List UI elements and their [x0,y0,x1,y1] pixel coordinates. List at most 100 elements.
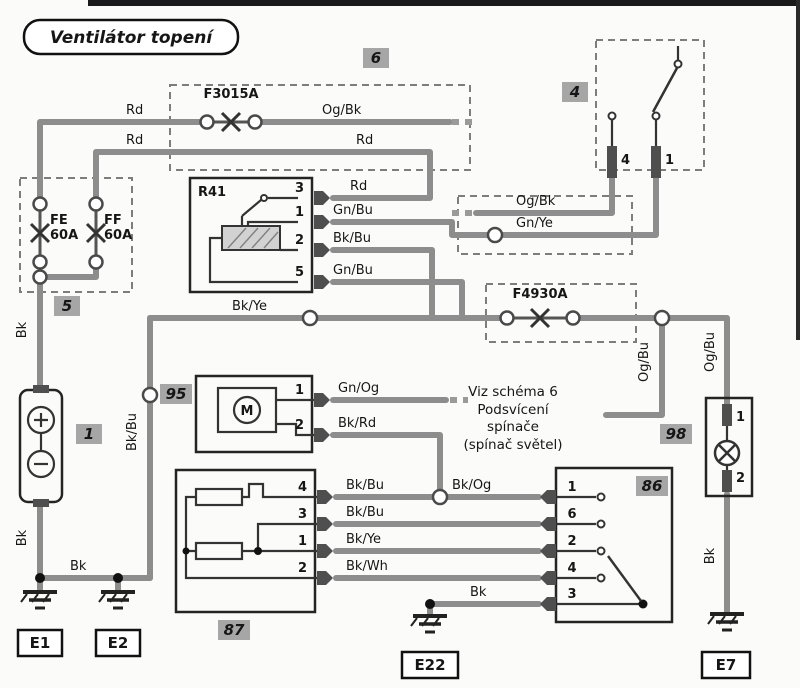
battery-bottom-terminal [33,499,49,507]
motor-frame [216,386,278,434]
ground-e7-frame [700,650,752,680]
relay-pin3-connector [314,191,330,205]
switch4-terminal-4 [607,146,617,178]
switch4-wiper [651,67,679,113]
connector-bkog [431,488,449,506]
page-title: Ventilátor topení [50,28,215,48]
resistor-pack-87: 4 3 1 2 [174,468,333,614]
battery-plus-sign [34,413,48,427]
fuse-box-5: FE 60A FF 60A [29,196,132,285]
fuse-fe-label: FE [50,213,68,228]
motor-icon [232,395,262,425]
connector-ogbu-branch [653,309,671,327]
fuse-f3015a-x [220,111,242,133]
label-bkye-b: Bk/Ye [346,532,381,547]
dashed-box-4 [595,39,705,171]
junction-dot-e1 [35,573,45,583]
fuse-f3015a: F3015A [199,87,263,133]
switch86-contact-2 [596,546,606,556]
wire-labels: Rd Og/Bk Rd Rd Rd Gn/Bu Og/Bk Gn/Ye Bk/B… [15,103,718,600]
ground-e2: E2 [94,590,142,658]
lamp-icon-x [718,444,736,462]
resistor-pin1-connector [317,544,333,558]
fuse-ff-x [85,222,107,244]
blower-switch-86: 1 6 2 4 3 [540,466,674,624]
schema-note: Viz schéma 6 Podsvícení spínače (spínač … [463,384,562,453]
scan-artifact-top [88,0,800,6]
switch86-pin6-number: 6 [567,507,576,522]
note-line-1: Viz schéma 6 [468,384,558,400]
switch86-contact-6 [596,519,606,529]
fuse-ff-bottom-terminal [88,254,104,270]
illumination-lamp-98: 1 2 [704,396,754,498]
battery [18,385,64,507]
label-gnye: Gn/Ye [516,216,553,231]
label-bk-bottom: Bk [70,559,87,574]
ground-e7-label: E7 [716,656,737,674]
relay-contact-point [260,194,268,202]
lamp98-pin2-number: 2 [736,471,745,486]
tag-6: 6 [371,49,381,67]
wire-relay-pin1-gnbu [330,219,491,238]
label-bkbu-vertical: Bk/Bu [125,413,140,451]
inline-connectors [35,226,671,609]
relay-armature [240,199,262,226]
ground-symbol-e2 [97,590,137,610]
lamp98-box [704,396,754,498]
wire-rd-to-relay-pin3 [93,149,433,201]
switch4-contact-c [673,59,683,69]
fuse-fe-top-terminal [32,196,48,212]
fuse-fe-x [29,222,51,244]
motor-pin1-connector [314,393,330,407]
switch4-pin4-number: 4 [621,153,630,168]
switch86-pivot-dot [638,599,648,609]
lamp98-pin1-number: 1 [736,410,745,425]
tag-1-bg [76,424,102,444]
diagram-title: Ventilátor topení [22,18,240,56]
relay-r41: R41 3 1 2 5 [188,176,330,294]
dashed-box-6 [169,84,471,171]
connector-bkye [301,309,319,327]
note-line-4: (spínač světel) [463,437,562,453]
tag-87: 87 [224,621,245,639]
ground-e1-frame [16,628,64,658]
wire-gnye-to-switch4 [499,175,659,238]
relay-box [188,176,314,294]
fuse-ff-label: FF [104,213,122,228]
ground-e22: E22 [400,614,460,680]
heater-motor-95: M 1 2 [194,374,330,454]
label-bkye: Bk/Ye [232,299,267,314]
relay-coil-hatch [227,227,279,249]
label-bk-vertical-top: Bk [15,321,30,338]
fuse-f3015a-left-terminal [199,114,215,130]
resistor-pin1-number: 1 [298,534,307,549]
fuse-fe-rating: 60A [50,228,78,243]
wire-ogbk-to-switch4 [473,175,615,216]
tag-5-bg [54,296,80,316]
switch86-pin2-number: 2 [567,534,576,549]
wire-ff-bottom-join [45,265,99,280]
switch86-pin2-connector [540,544,556,558]
label-ogbu-2: Og/Bu [703,332,718,372]
relay-name: R41 [198,185,226,200]
label-bk-vertical-bottom: Bk [15,529,30,546]
switch86-pin3-connector [540,597,556,611]
label-bkwh: Bk/Wh [346,559,388,574]
ground-e2-label: E2 [108,634,129,652]
wire-ogbu-to-lamp98 [577,315,730,409]
resistor-junction-dot-1 [254,547,262,555]
label-bkbu-b: Bk/Bu [346,505,384,520]
scan-artifact-right [796,0,800,340]
ground-e7: E7 [700,612,752,680]
switch86-internal-wiring [556,495,640,606]
ground-symbol-e7 [706,612,746,632]
resistor-pin2-number: 2 [298,561,307,576]
dashed-box-f4930a [485,283,637,343]
note-line-3: spínače [487,419,539,435]
tag-95-bg [160,384,192,404]
resistor-junction-dot-2 [182,547,190,555]
resistor-pin3-connector [317,517,333,531]
resistor-pin3-number: 3 [298,507,307,522]
component-tags: 6 4 5 1 95 98 86 87 [54,48,692,640]
